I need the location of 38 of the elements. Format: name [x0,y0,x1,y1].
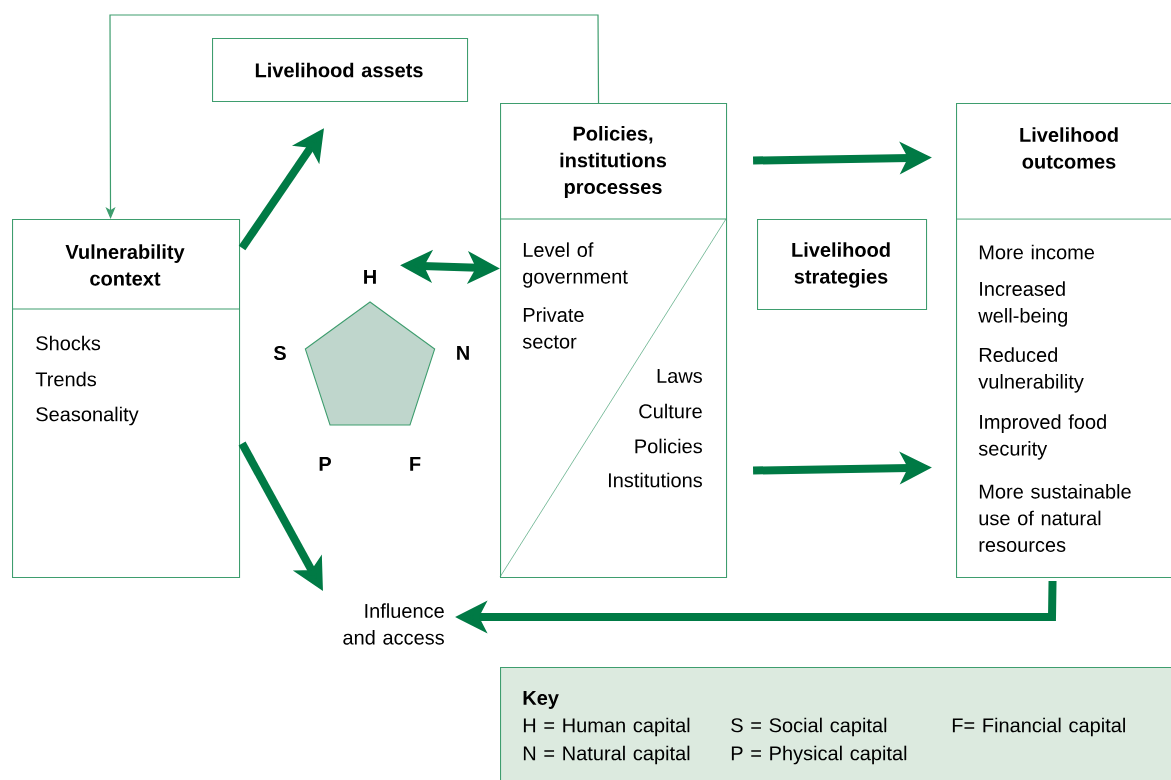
list-item: More income [979,244,1095,260]
assets-box [212,38,469,103]
heading: Livelihood assets [255,62,423,78]
vertex-letter: P [319,457,331,471]
list-item: Seasonality [36,406,139,426]
vertex-letter: S [273,345,286,361]
heading: Key [523,691,559,709]
list-item: More sustainable use of natural resources [979,484,1131,552]
list-item: H = Human capital [523,717,690,737]
list-item: P = Physical capital [731,745,907,765]
text-label: Influence and access [343,603,444,645]
list-item: Culture [639,403,702,419]
list-item: S = Social capital [731,717,887,737]
list-item: N = Natural capital [523,745,690,765]
list-item: Private sector [522,307,584,349]
policies-box [499,103,728,579]
strategies-box [757,219,928,311]
list-item: Level of government [523,242,628,288]
outcomes-box [955,103,1171,579]
heading: Livelihood strategies [792,242,890,288]
vertex-letter: H [364,270,376,284]
vertex-letter: F [410,457,421,471]
list-item: Reduced vulnerability [978,347,1084,393]
list-item: Laws [657,369,702,383]
pentagon-shape [304,301,436,426]
list-item: Increased well-being [978,281,1067,327]
list-item: Policies [635,438,702,454]
list-item: Shocks [36,335,101,351]
heading: Policies, institutions processes [560,126,667,198]
vertex-letter: N [457,346,469,360]
vulnerability-box [11,219,241,579]
list-item: Improved food security [978,414,1106,460]
list-item: Institutions [608,472,702,488]
heading: Livelihood outcomes [1020,127,1118,169]
key-box [500,667,1171,780]
heading: Vulnerability context [65,244,185,286]
list-item: Trends [35,371,97,387]
list-item: F= Financial capital [952,717,1125,737]
